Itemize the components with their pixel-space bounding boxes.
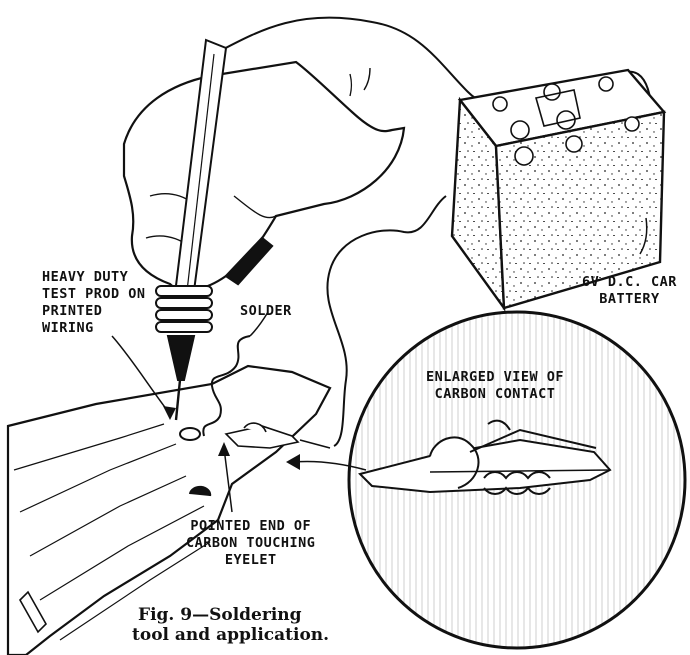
battery-label: 6V D.C. CAR BATTERY xyxy=(582,274,677,308)
test-prod-label-line: WIRING xyxy=(42,320,146,337)
enlarged-view-circle xyxy=(349,312,685,648)
caption-line: Fig. 9—Soldering xyxy=(132,605,329,625)
figure-caption: Fig. 9—Soldering tool and application. xyxy=(132,605,329,645)
enlarged-view-label-line: CARBON CONTACT xyxy=(426,386,564,403)
car-battery xyxy=(452,70,664,308)
enlarged-view-label: ENLARGED VIEW OF CARBON CONTACT xyxy=(426,369,564,403)
test-prod-label-line: TEST PROD ON xyxy=(42,286,146,303)
solder-label: SOLDER xyxy=(240,303,292,320)
carbon-tip-label: POINTED END OF CARBON TOUCHING EYELET xyxy=(186,518,315,569)
carbon-tip-label-line: EYELET xyxy=(186,552,315,569)
battery-label-line: 6V D.C. CAR xyxy=(582,274,677,291)
caption-line: tool and application. xyxy=(132,625,329,645)
battery-label-line: BATTERY xyxy=(582,291,677,308)
solder-label-text: SOLDER xyxy=(240,303,292,320)
test-prod-label-line: HEAVY DUTY xyxy=(42,269,146,286)
carbon-tip-label-line: CARBON TOUCHING xyxy=(186,535,315,552)
test-prod-label: HEAVY DUTY TEST PROD ON PRINTED WIRING xyxy=(42,269,146,337)
hand-illustration xyxy=(124,62,404,290)
carbon-tip-label-line: POINTED END OF xyxy=(186,518,315,535)
test-prod-label-line: PRINTED xyxy=(42,303,146,320)
enlarged-view-label-line: ENLARGED VIEW OF xyxy=(426,369,564,386)
